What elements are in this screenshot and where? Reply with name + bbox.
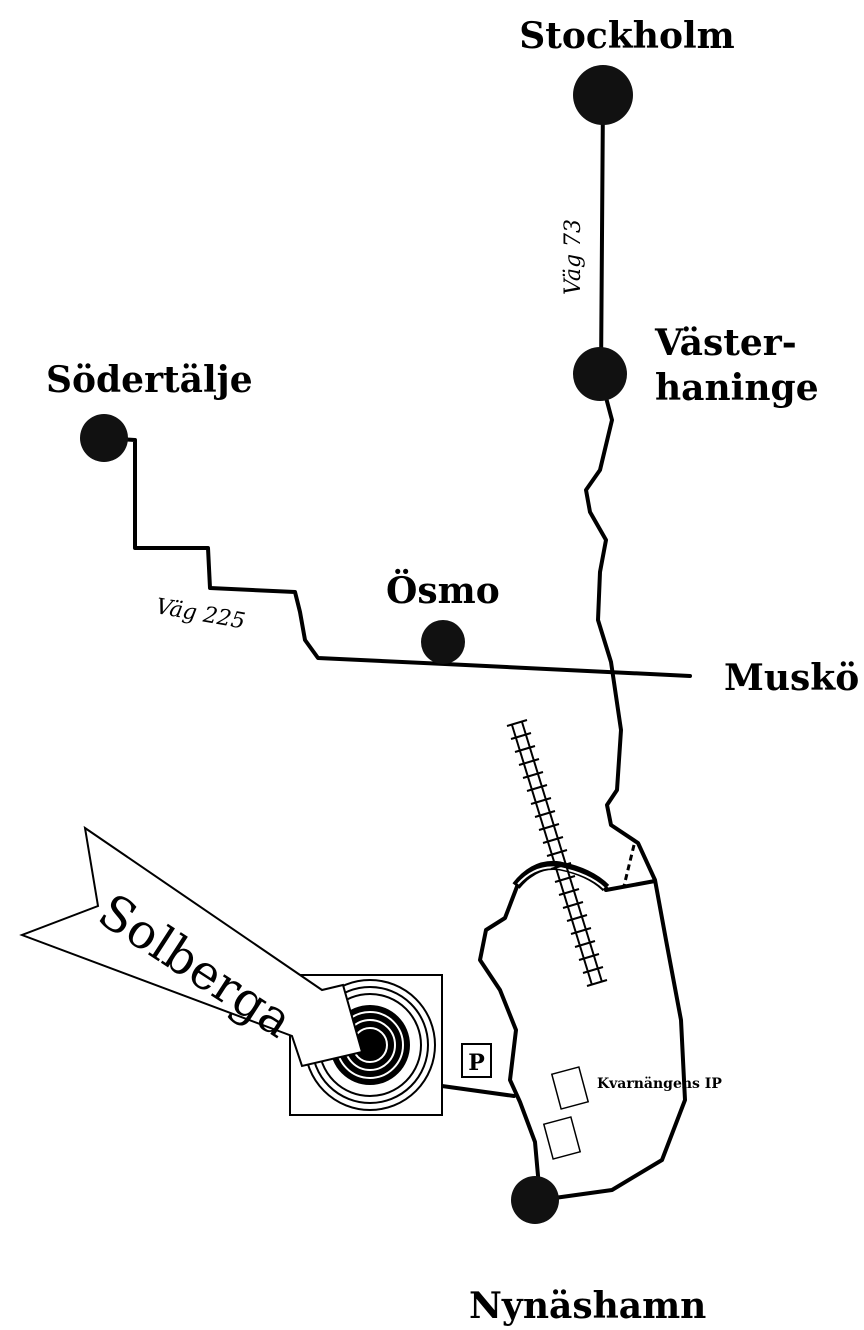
road-225 — [102, 436, 692, 678]
railway-tie — [530, 797, 552, 805]
path-dashed — [622, 844, 636, 887]
railway-tie — [562, 901, 584, 909]
city-dot-stockholm — [573, 65, 633, 125]
road-junction — [604, 879, 657, 892]
railway-tie — [534, 810, 556, 818]
label-kvarnangens-ip: Kvarnängens IP — [597, 1076, 722, 1092]
label-nynashamn: Nynäshamn — [469, 1285, 706, 1327]
label-osmo: Ösmo — [386, 569, 500, 612]
road-to-solberga — [440, 1084, 516, 1098]
label-road-73: Väg 73 — [561, 219, 586, 295]
label-sodertalje: Södertälje — [46, 359, 253, 401]
railway-tie — [582, 966, 604, 974]
city-dot-vasterhaninge — [573, 347, 627, 401]
railway-tie — [522, 771, 544, 779]
railway-tie — [526, 784, 548, 792]
railway-tie — [554, 875, 576, 883]
sports-field-1 — [550, 1066, 590, 1110]
label-road-225: Väg 225 — [154, 594, 247, 634]
sports-field-2 — [542, 1116, 582, 1160]
railway-tie — [542, 836, 564, 844]
city-dot-sodertalje — [80, 414, 128, 462]
road-vasterhaninge-nynashamn — [538, 373, 687, 1202]
svg-text:P: P — [468, 1050, 485, 1076]
label-vasterhaninge-1: Väster- — [654, 322, 797, 364]
railway-tie — [586, 979, 608, 987]
railway-tie — [566, 914, 588, 922]
railway-tie — [574, 940, 596, 948]
label-vasterhaninge-2: haninge — [655, 367, 819, 409]
road-73 — [599, 93, 605, 377]
label-musko: Muskö — [724, 657, 859, 699]
railway-tie — [510, 732, 532, 740]
city-dot-osmo — [421, 620, 465, 664]
railway-tie — [514, 745, 536, 753]
railway-tie — [550, 862, 572, 870]
road-loop-thick-inner — [517, 866, 605, 889]
railway — [506, 719, 608, 987]
railway-tie — [518, 758, 540, 766]
railway-tie — [546, 849, 568, 857]
railway-tie — [570, 927, 592, 935]
railway-tie — [578, 953, 600, 961]
arrow-pointer: Solberga — [19, 825, 364, 1068]
railway-tie — [506, 719, 528, 727]
parking-sign: P — [461, 1043, 492, 1078]
city-dot-nynashamn — [511, 1176, 559, 1224]
railway-tie — [558, 888, 580, 896]
railway-tie — [538, 823, 560, 831]
label-stockholm: Stockholm — [519, 15, 734, 57]
